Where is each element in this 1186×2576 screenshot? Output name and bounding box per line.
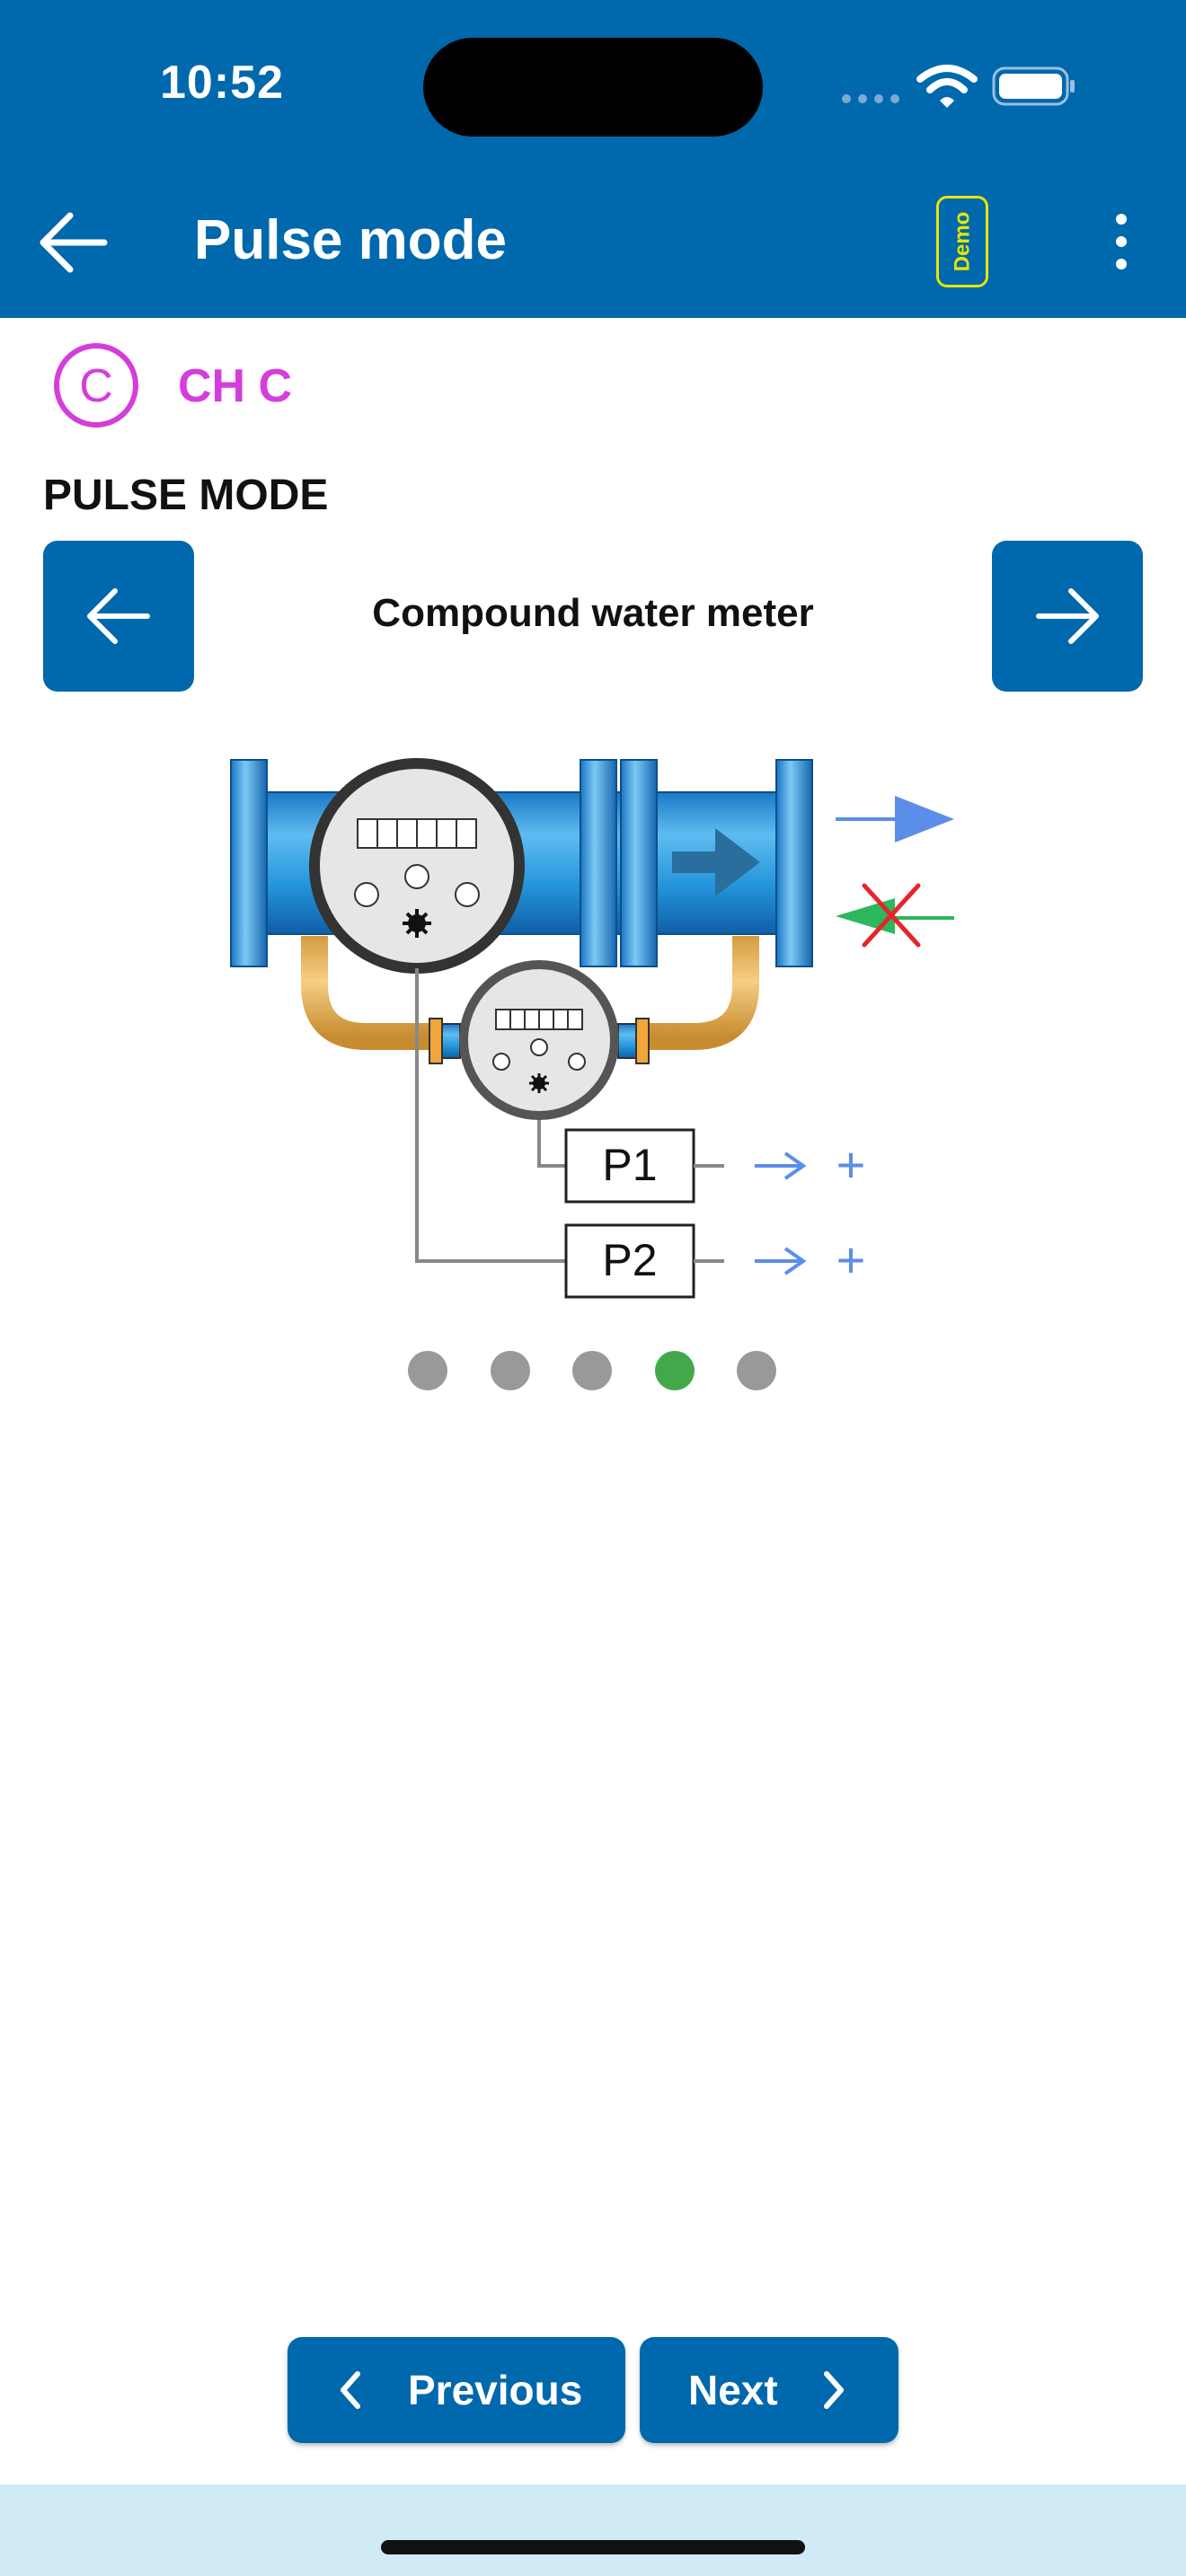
arrow-left-icon [87, 588, 150, 644]
demo-badge-label: Demo [950, 211, 974, 272]
more-vertical-icon[interactable] [1103, 210, 1139, 273]
flange [620, 759, 658, 967]
bottom-safe-area [0, 2484, 1186, 2576]
section-title: PULSE MODE [43, 472, 329, 519]
page-title: Pulse mode [194, 209, 507, 271]
arrow-right-icon [755, 1247, 807, 1275]
carousel-prev-button[interactable] [43, 541, 194, 692]
channel-letter: C [79, 360, 113, 412]
output-label-p2: P2 [602, 1235, 657, 1285]
page-dot[interactable] [572, 1351, 612, 1390]
home-indicator[interactable] [381, 2540, 805, 2554]
page-dot[interactable] [408, 1351, 447, 1390]
previous-button[interactable]: Previous [288, 2337, 625, 2443]
demo-badge: Demo [936, 196, 988, 287]
cellular-signal-icon [842, 94, 899, 103]
app-header: 10:52 Pulse mode Demo [0, 0, 1186, 318]
output-sign-p2: + [836, 1231, 866, 1288]
flange [230, 759, 268, 967]
dynamic-island [423, 38, 763, 137]
page-dot[interactable] [737, 1351, 776, 1390]
flange [775, 759, 813, 967]
back-arrow-icon[interactable] [34, 203, 113, 282]
page-dot[interactable] [490, 1351, 530, 1390]
arrow-right-icon [755, 1151, 807, 1180]
chevron-right-icon [823, 2371, 844, 2409]
compound-meter-diagram: P1 + P2 + [230, 758, 954, 1299]
wifi-icon [916, 65, 978, 108]
chevron-left-icon [341, 2371, 360, 2409]
battery-icon [992, 66, 1075, 106]
output-box-p1 [564, 1128, 695, 1204]
arrow-right-icon [1036, 588, 1099, 644]
status-time: 10:52 [160, 57, 284, 109]
signal-wire-p2 [415, 968, 566, 1263]
channel-label: CH C [178, 360, 293, 412]
next-button-label: Next [688, 2367, 778, 2413]
signal-wire-p1 [537, 1116, 566, 1168]
carousel-title: Compound water meter [372, 591, 814, 635]
flange [580, 759, 617, 967]
carousel-page-indicator [408, 1351, 776, 1392]
output-label-p1: P1 [602, 1140, 657, 1190]
carousel-next-button[interactable] [992, 541, 1143, 692]
page-dot-active[interactable] [654, 1351, 695, 1390]
next-button[interactable]: Next [640, 2337, 898, 2443]
forward-flow-arrow-icon [836, 796, 954, 842]
flow-direction-icon [672, 828, 760, 896]
channel-c-icon: C [54, 343, 138, 428]
previous-button-label: Previous [408, 2367, 583, 2413]
output-sign-p1: + [836, 1136, 866, 1193]
